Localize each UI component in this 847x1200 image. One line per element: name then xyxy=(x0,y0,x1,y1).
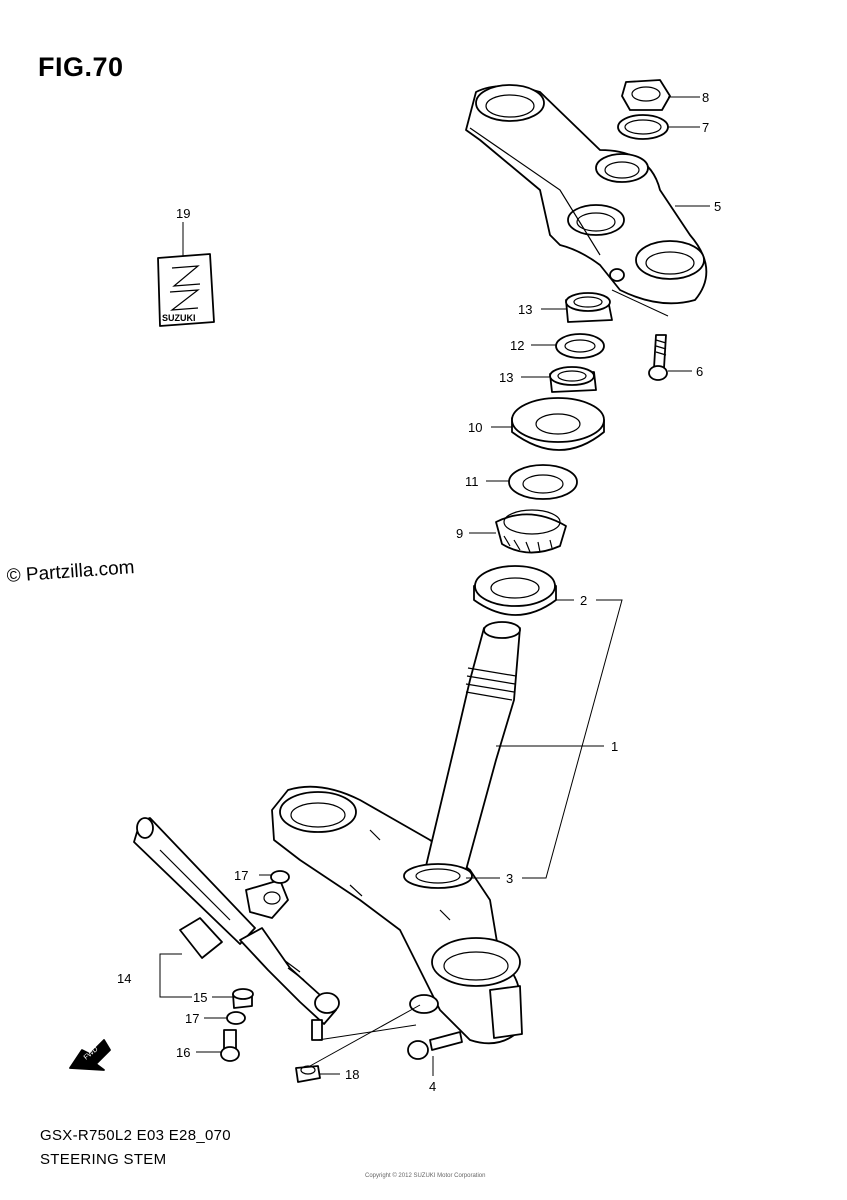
washer-upper xyxy=(270,870,290,884)
stem-washer xyxy=(617,114,669,140)
steering-stem-lock-nut-upper xyxy=(565,292,613,323)
callout-15: 15 xyxy=(193,990,207,1005)
upper-bearing xyxy=(495,509,567,554)
bracket-bolt xyxy=(648,334,668,381)
stem-nut xyxy=(621,79,671,111)
dust-seal xyxy=(511,397,605,451)
damper-nut xyxy=(295,1065,321,1083)
suzuki-emblem: SUZUKI xyxy=(157,253,215,327)
forward-arrow-icon: FWD xyxy=(69,1039,111,1071)
callout-8: 8 xyxy=(702,90,709,105)
callout-10: 10 xyxy=(468,420,482,435)
washer-lower xyxy=(226,1011,246,1025)
callout-17-upper: 17 xyxy=(234,868,248,883)
callout-14: 14 xyxy=(117,971,131,986)
callout-16: 16 xyxy=(176,1045,190,1060)
callout-13-lower: 13 xyxy=(499,370,513,385)
callout-3: 3 xyxy=(506,871,513,886)
steering-damper xyxy=(133,817,340,1041)
callout-18: 18 xyxy=(345,1067,359,1082)
seal-ring xyxy=(508,464,578,500)
callout-5: 5 xyxy=(714,199,721,214)
fine-print: Copyright © 2012 SUZUKI Motor Corporatio… xyxy=(365,1173,486,1179)
callout-12: 12 xyxy=(510,338,524,353)
bearing-race xyxy=(473,565,557,616)
callout-2: 2 xyxy=(580,593,587,608)
callout-17-lower: 17 xyxy=(185,1011,199,1026)
callout-19: 19 xyxy=(176,206,190,221)
lower-bracket-bolt xyxy=(407,1031,463,1060)
damper-bolt xyxy=(220,1029,240,1062)
callout-6: 6 xyxy=(696,364,703,379)
figure-title: FIG.70 xyxy=(38,52,124,82)
steering-stem-lower-bracket xyxy=(271,621,523,1045)
callout-7: 7 xyxy=(702,120,709,135)
callouts: 19 8 7 5 6 13 12 13 10 11 9 2 1 3 17 14 … xyxy=(117,90,721,1094)
callout-1: 1 xyxy=(611,739,618,754)
callout-9: 9 xyxy=(456,526,463,541)
section-name: STEERING STEM xyxy=(40,1151,167,1168)
damper-bushing xyxy=(232,988,254,1009)
leader-lines xyxy=(159,96,710,1076)
upper-bracket xyxy=(465,84,708,305)
steering-stem-lock-nut-lower xyxy=(549,366,597,393)
callout-11: 11 xyxy=(465,474,479,489)
emblem-brand: SUZUKI xyxy=(162,313,196,323)
callout-13-upper: 13 xyxy=(518,302,532,317)
model-code: GSX-R750L2 E03 E28_070 xyxy=(40,1127,231,1144)
lock-washer xyxy=(555,333,605,359)
callout-4: 4 xyxy=(429,1079,436,1094)
damper-bracket xyxy=(245,879,289,919)
